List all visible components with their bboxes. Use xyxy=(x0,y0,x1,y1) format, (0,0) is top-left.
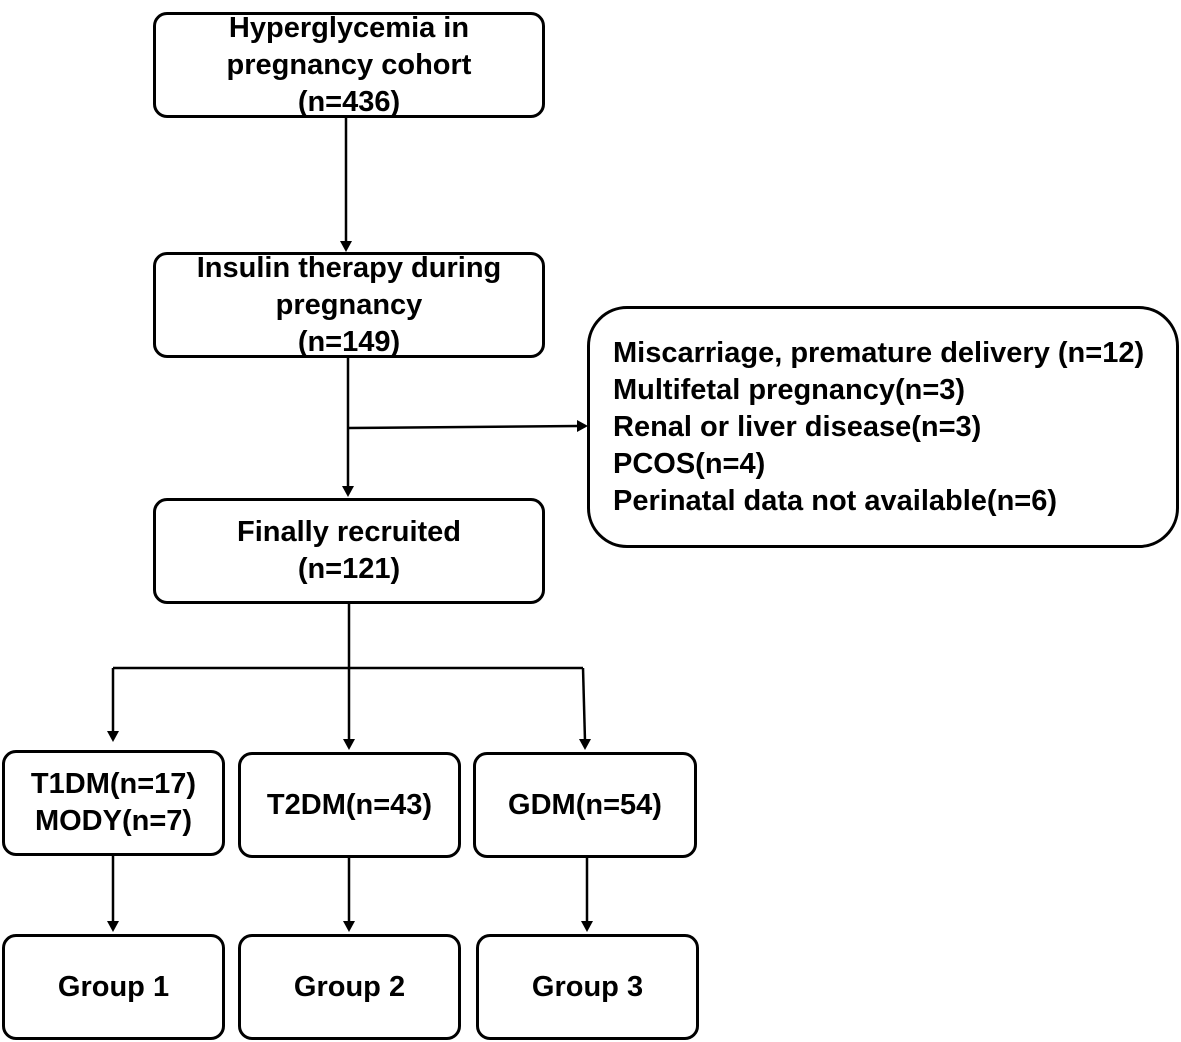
box-text-line: pregnancy xyxy=(275,288,423,321)
box-text-line: MODY(n=7) xyxy=(34,805,193,837)
arrowhead xyxy=(579,739,591,750)
exclusion-item: Multifetal pregnancy(n=3) xyxy=(613,373,966,406)
box-text-line: Group 2 xyxy=(293,970,406,1003)
box-text-line: Hyperglycemia in xyxy=(228,11,470,44)
box-text-line: T1DM(n=17) xyxy=(30,768,197,800)
arrowhead xyxy=(107,921,119,932)
exclusions-box: Miscarriage, premature delivery (n=12) M… xyxy=(587,306,1179,548)
connector-branch-to-exclusions xyxy=(347,424,579,430)
exclusion-item: Renal or liver disease(n=3) xyxy=(613,410,982,443)
arrowhead xyxy=(581,921,593,932)
exclusion-item: Miscarriage, premature delivery (n=12) xyxy=(613,336,1145,369)
group-3-box: Group 3 xyxy=(476,934,699,1040)
box-text-line: T2DM(n=43) xyxy=(266,788,433,821)
t2dm-box: T2DM(n=43) xyxy=(238,752,461,858)
gdm-box: GDM(n=54) xyxy=(473,752,697,858)
finally-recruited-box: Finally recruited (n=121) xyxy=(153,498,545,604)
arrowhead xyxy=(343,921,355,932)
box-text-line: Group 1 xyxy=(57,970,170,1003)
box-text-line: (n=121) xyxy=(297,553,401,585)
insulin-therapy-box: Insulin therapy during pregnancy (n=149) xyxy=(153,252,545,358)
arrowhead xyxy=(342,486,354,497)
arrowhead xyxy=(107,731,119,742)
t1dm-mody-box: T1DM(n=17) MODY(n=7) xyxy=(2,750,225,856)
group-2-box: Group 2 xyxy=(238,934,461,1040)
box-text-line: (n=149) xyxy=(297,325,401,358)
box-text-line: GDM(n=54) xyxy=(508,788,662,821)
cohort-box: Hyperglycemia in pregnancy cohort (n=436… xyxy=(153,12,545,118)
connector-split-to-gdm xyxy=(581,667,587,742)
box-text-line: Group 3 xyxy=(531,970,644,1003)
arrowhead xyxy=(343,739,355,750)
box-text-line: pregnancy cohort xyxy=(226,48,472,81)
group-1-box: Group 1 xyxy=(2,934,225,1040)
exclusion-item: Perinatal data not available(n=6) xyxy=(613,484,1058,517)
box-text-line: Finally recruited xyxy=(236,516,461,548)
box-text-line: (n=436) xyxy=(297,85,401,118)
box-text-line: Insulin therapy during xyxy=(196,251,502,284)
exclusion-item: PCOS(n=4) xyxy=(613,447,766,480)
